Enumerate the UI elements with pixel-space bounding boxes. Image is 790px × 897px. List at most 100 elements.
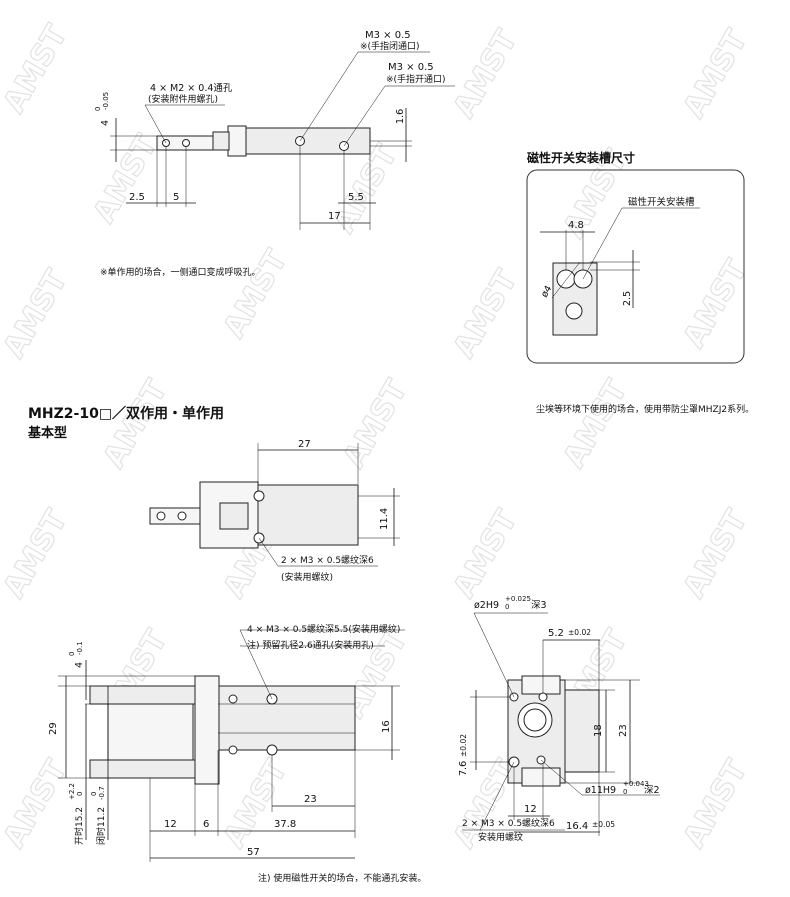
side-port: [538, 692, 548, 702]
closed-tol: 0: [90, 792, 98, 796]
dim-5: 5: [173, 192, 179, 203]
front-dim-23: 23: [304, 794, 317, 805]
dim-1-6: 1.6: [395, 109, 406, 124]
watermark: AMST: [677, 254, 755, 354]
side-thread-note: 安装用螺纹: [478, 831, 523, 843]
open-tol: +2.2: [68, 783, 76, 800]
mid-thread-note: (安装用螺纹): [281, 571, 333, 583]
watermark: AMST: [0, 264, 75, 364]
dim-2-5: 2.5: [129, 192, 145, 203]
pin-bottom-depth: 深2: [644, 785, 660, 796]
watermark: AMST: [677, 754, 755, 854]
front-dim-16: 16: [381, 720, 392, 733]
front-jaw-gap: [107, 703, 194, 761]
front-pin: [228, 694, 238, 704]
front-dim-57: 57: [247, 847, 260, 858]
mid-finger-block: [219, 502, 249, 530]
open-label: 开时15.2: [73, 807, 85, 845]
front-thread: 4 × M3 × 0.5螺纹深5.5(安装用螺纹): [247, 623, 400, 635]
watermark: AMST: [447, 264, 525, 364]
side-dim-23: 23: [618, 724, 629, 737]
front-jaw-top: [89, 685, 196, 705]
mid-thread-hole: [253, 490, 265, 502]
dim-4: 4: [100, 120, 111, 126]
watermark: AMST: [557, 374, 635, 474]
dim-18: 18: [593, 724, 604, 737]
mid-body: [257, 484, 359, 546]
mid-view: 27 11.4 2 × M3 × 0.5螺纹深6 (安装用螺纹): [149, 439, 400, 583]
front-dim-6: 6: [203, 819, 209, 830]
front-dim-12: 12: [164, 819, 177, 830]
watermark: AMST: [447, 504, 525, 604]
front-dim-37-8: 37.8: [274, 819, 296, 830]
closed-tol2: -0.7: [98, 786, 106, 800]
attach-hole-label: 4 × M2 × 0.4通孔: [150, 83, 233, 94]
dim-7-6: 7.6: [458, 761, 469, 776]
dim-7-6-tol: ±0.02: [459, 734, 468, 757]
model-title: MHZ2-10□／双作用・单作用: [28, 405, 224, 422]
front-dim-4-tol: 0: [68, 652, 76, 656]
gripper-body: [244, 127, 371, 155]
watermark: AMST: [0, 504, 75, 604]
front-note-hole: 注) 预留孔径2.6通孔(安装用孔): [247, 639, 374, 651]
pin-bottom-tol: +0.043: [623, 780, 649, 788]
dim-4-tol2: -0.05: [102, 92, 110, 110]
dim-5-2: 5.2: [548, 628, 564, 639]
watermark: AMST: [677, 24, 755, 124]
pin-top-tol2: 0: [505, 603, 509, 611]
model-subtitle: 基本型: [27, 425, 67, 441]
front-flange: [194, 675, 220, 785]
front-dim-4-tol2: -0.1: [76, 641, 84, 655]
front-thread-hole: [266, 744, 278, 756]
dim-16-4-tol: ±0.05: [592, 820, 615, 829]
pin-top: ø2H9: [474, 600, 499, 611]
side-top-ear: [521, 675, 561, 695]
watermark: AMST: [97, 374, 175, 474]
watermark: AMST: [217, 754, 295, 854]
finger-joint: [212, 131, 230, 151]
attach-hole-note: (安装附件用螺孔): [148, 93, 218, 105]
pin-bottom-tol2: 0: [623, 788, 627, 796]
front-pin: [228, 745, 238, 755]
top-footnote: ※单作用的场合，一侧通口变成呼吸孔。: [100, 266, 261, 278]
dim-17: 17: [328, 211, 341, 222]
front-footnote: 注) 使用磁性开关的场合，不能通孔安装。: [258, 872, 426, 884]
top-view: M3 × 0.5 ※(手指闭通口) M3 × 0.5 ※(手指开通口) 4 × …: [94, 30, 455, 278]
dim-27: 27: [298, 439, 311, 450]
closed-label: 闭时11.2: [95, 807, 107, 845]
dim-2-5-slot: 2.5: [622, 291, 633, 306]
dim-5-5: 5.5: [348, 192, 364, 203]
m3-open-label: M3 × 0.5: [388, 62, 434, 73]
watermark: AMST: [337, 374, 415, 474]
watermark: AMST: [87, 129, 165, 229]
m3-closed-label: M3 × 0.5: [365, 30, 411, 41]
switch-slot-box: 磁性开关安装槽尺寸 磁性开关安装槽 4.8 ø4 2.5: [526, 150, 745, 364]
pin-top-tol: +0.025: [505, 595, 531, 603]
slot-port: [565, 302, 583, 320]
side-dim-12: 12: [524, 804, 537, 815]
front-dim-29: 29: [48, 722, 59, 735]
front-body: [217, 685, 356, 751]
mid-thread: 2 × M3 × 0.5螺纹深6: [281, 554, 374, 566]
mid-attach-hole: [177, 511, 187, 521]
mid-attach-hole: [156, 511, 166, 521]
dim-4-tol: 0: [94, 107, 102, 111]
slot-circle: [556, 269, 576, 289]
switch-box-title: 磁性开关安装槽尺寸: [526, 150, 635, 165]
dim-4-8: 4.8: [568, 220, 584, 231]
dim-16-4: 16.4: [566, 821, 588, 832]
side-bore-inner: [523, 708, 547, 732]
body-cap: [227, 125, 247, 157]
m3-closed-note: ※(手指闭通口): [360, 40, 420, 52]
watermark: AMST: [677, 504, 755, 604]
dim-phi4: ø4: [539, 284, 554, 300]
slot-label: 磁性开关安装槽: [628, 196, 695, 208]
watermark: AMST: [0, 754, 75, 854]
side-rail: [564, 689, 600, 773]
dim-5-2-tol: ±0.02: [568, 628, 591, 637]
front-jaw-bottom: [89, 759, 196, 779]
attach-hole: [182, 139, 190, 147]
side-bottom-ear: [521, 767, 561, 787]
dim-11-4: 11.4: [379, 508, 390, 530]
dust-note: 尘埃等环境下使用的场合，使用带防尘罩MHZJ2系列。: [536, 403, 754, 415]
